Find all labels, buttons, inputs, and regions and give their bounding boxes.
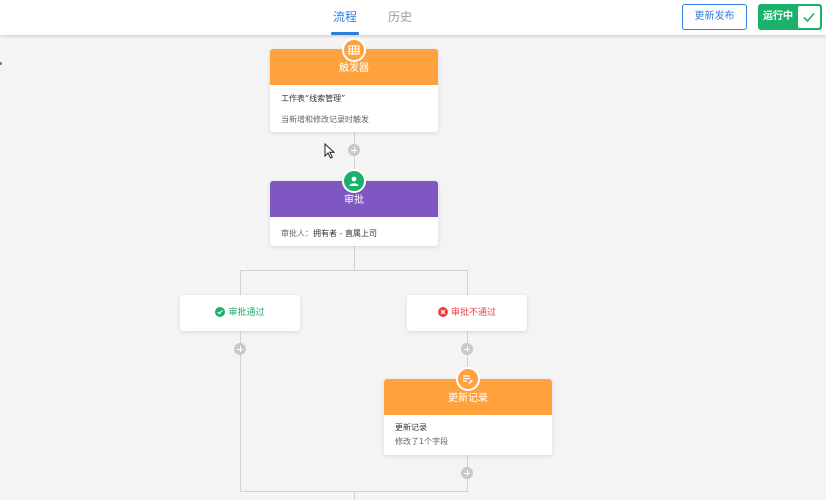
connector-line <box>354 132 355 182</box>
check-circle-icon <box>215 306 226 317</box>
approver-text: 审批人：拥有者 - 直属上司 <box>281 228 377 239</box>
tab-flow[interactable]: 流程 <box>333 10 358 24</box>
connector-line <box>240 270 468 271</box>
connector-line <box>354 246 355 270</box>
tab-history[interactable]: 历史 <box>388 10 413 24</box>
publish-button[interactable]: 更新发布 <box>682 4 747 30</box>
mouse-pointer-icon <box>324 143 336 159</box>
trigger-worksheet-text: 工作表“线索管理” <box>281 94 346 103</box>
person-icon <box>342 169 366 193</box>
add-node-button[interactable] <box>461 467 473 479</box>
active-tab-indicator <box>331 32 359 35</box>
branch-rejected-label: 审批不通过 <box>450 308 496 318</box>
running-status-toggle[interactable]: 运行中 <box>758 4 822 30</box>
canvas-edge-dot <box>0 62 2 65</box>
approver-value: 拥有者 - 直属上司 <box>313 229 377 238</box>
connector-line <box>354 491 355 500</box>
trigger-condition-text: 当新增和修改记录时触发 <box>281 115 369 124</box>
approver-label: 审批人： <box>281 229 313 238</box>
top-bar: 流程 历史 更新发布 运行中 <box>0 0 826 35</box>
update-record-summary: 修改了1个字段 <box>395 437 449 446</box>
update-record-action: 更新记录 <box>395 423 427 432</box>
check-icon <box>798 6 820 28</box>
add-node-button[interactable] <box>348 144 360 156</box>
add-node-button[interactable] <box>234 343 246 355</box>
table-icon <box>342 38 366 62</box>
edit-list-icon <box>456 367 480 391</box>
running-status-label: 运行中 <box>763 11 793 22</box>
add-node-button[interactable] <box>461 343 473 355</box>
cross-circle-icon <box>437 306 448 317</box>
branch-approved-label: 审批通过 <box>228 308 265 318</box>
branch-approved[interactable]: 审批通过 <box>180 295 300 331</box>
connector-line <box>240 270 241 492</box>
branch-rejected[interactable]: 审批不通过 <box>407 295 527 331</box>
